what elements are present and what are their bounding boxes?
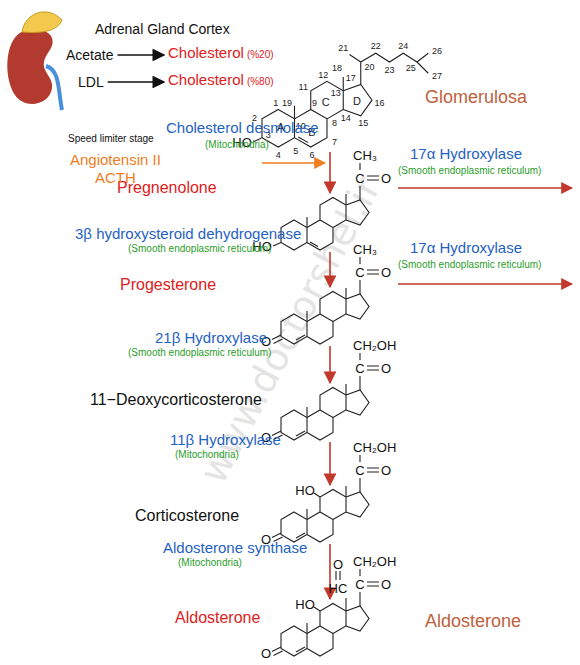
atom-label: O bbox=[381, 172, 391, 185]
carbon-number: 18 bbox=[332, 64, 342, 73]
carbon-number: 21 bbox=[338, 44, 348, 53]
organelle-name: (Mitochondria) bbox=[178, 558, 242, 568]
title-text: Adrenal Gland Cortex bbox=[95, 22, 230, 36]
ring-letter: D bbox=[353, 95, 361, 106]
carbon-number: 27 bbox=[432, 71, 442, 80]
compound-label: Cholesterol(%20) bbox=[168, 44, 274, 62]
enzyme-name: Aldosterone synthase bbox=[163, 540, 307, 555]
atom-label: O bbox=[381, 464, 391, 477]
compound-name: (%80) bbox=[247, 76, 274, 87]
atom-label: HO bbox=[295, 598, 315, 611]
compound-name: Cholesterol bbox=[168, 71, 244, 88]
atom-label: CH₂OH bbox=[353, 555, 396, 568]
organelle-name: (Smooth endoplasmic reticulum) bbox=[398, 260, 541, 270]
deoxycorticosterone-structure bbox=[272, 353, 379, 440]
reaction-arrow bbox=[329, 442, 331, 485]
carbon-number: 11 bbox=[299, 83, 308, 92]
compound-label: Acetate bbox=[66, 46, 113, 64]
atom-label: O bbox=[261, 647, 271, 660]
compound-name: Cholesterol bbox=[168, 44, 244, 61]
atom-label: CH₂OH bbox=[353, 441, 396, 454]
carbon-number: 23 bbox=[384, 65, 394, 74]
carbon-number: 12 bbox=[318, 70, 328, 79]
carbon-number: 9 bbox=[312, 99, 317, 108]
atom-label: C bbox=[355, 578, 364, 591]
enzyme-name: 11β Hydroxylase bbox=[170, 432, 281, 447]
compound-name: Progesterone bbox=[120, 277, 216, 293]
enzyme-name: 17α Hydroxylase bbox=[410, 240, 522, 255]
carbon-number: 20 bbox=[364, 63, 374, 72]
enzyme-name: 17α Hydroxylase bbox=[410, 146, 522, 161]
atom-label: CH₃ bbox=[353, 149, 377, 162]
atom-label: O bbox=[333, 558, 343, 571]
compound-name: (%20) bbox=[247, 49, 274, 60]
carbon-number: 22 bbox=[371, 41, 381, 50]
atom-label: C bbox=[355, 464, 364, 477]
aldosterone-structure bbox=[272, 569, 379, 656]
kidney-icon bbox=[7, 12, 62, 110]
compound-structure: AldosteroneCH₂OHOHCCOHOO bbox=[60, 601, 400, 656]
carbon-number: 19 bbox=[282, 99, 292, 108]
carbon-number: 26 bbox=[432, 46, 442, 55]
side-pathway-arrow bbox=[398, 283, 572, 285]
carbon-number: 6 bbox=[309, 150, 314, 159]
compound-name: Corticosterone bbox=[135, 508, 239, 524]
regulator-name: Angiotensin II bbox=[70, 152, 161, 167]
carbon-number: 15 bbox=[358, 119, 368, 128]
compound-structure: PregnenoloneCH₃COHO bbox=[60, 195, 400, 250]
atom-label: C bbox=[355, 172, 364, 185]
carbon-number: 25 bbox=[406, 64, 416, 73]
carbon-number: 1 bbox=[273, 99, 278, 108]
carbon-number: 7 bbox=[332, 138, 337, 147]
enzyme-name: Cholesterol desmolase bbox=[166, 120, 319, 135]
compound-name: LDL bbox=[78, 74, 104, 90]
side-pathway-arrow bbox=[398, 187, 572, 189]
regulator-arrow bbox=[262, 162, 325, 164]
organelle-name: (Smooth endoplasmic reticulum) bbox=[128, 348, 271, 358]
regulator-name: ACTH bbox=[95, 170, 136, 185]
carbon-number: 4 bbox=[276, 150, 281, 159]
note-text: Speed limiter stage bbox=[68, 134, 154, 144]
atom-label: HC bbox=[329, 582, 348, 595]
carbon-number: 17 bbox=[346, 74, 356, 83]
carbon-number: 24 bbox=[398, 41, 408, 50]
zone-label: Aldosterone bbox=[425, 612, 521, 630]
carbon-number: 5 bbox=[293, 146, 298, 155]
enzyme-name: 21β Hydroxylase bbox=[155, 330, 267, 345]
compound-name: Aldosterone bbox=[175, 610, 260, 626]
compound-name: Acetate bbox=[66, 47, 113, 63]
corticosterone-structure bbox=[272, 455, 379, 542]
compound-name: 11−Deoxycorticosterone bbox=[90, 392, 262, 408]
organelle-name: (Mitochondria) bbox=[205, 140, 269, 150]
ring-letter: C bbox=[322, 97, 330, 108]
atom-label: O bbox=[381, 362, 391, 375]
organelle-name: (Mitochondria) bbox=[175, 450, 239, 460]
atom-label: HO bbox=[295, 484, 315, 497]
organelle-name: (Smooth endoplasmic reticulum) bbox=[398, 166, 541, 176]
organelle-name: (Smooth endoplasmic reticulum) bbox=[128, 244, 271, 254]
atom-label: C bbox=[355, 362, 364, 375]
enzyme-name: 3β hydroxysteroid dehydrogenase bbox=[75, 226, 301, 241]
reaction-arrow bbox=[117, 54, 164, 56]
reaction-arrow bbox=[329, 346, 331, 383]
carbon-number: 14 bbox=[341, 114, 351, 123]
reaction-arrow bbox=[329, 152, 331, 193]
reaction-arrow bbox=[329, 252, 331, 287]
carbon-number: 8 bbox=[332, 119, 337, 128]
atom-label: CH₃ bbox=[353, 243, 377, 256]
atom-label: O bbox=[381, 578, 391, 591]
carbon-number: 16 bbox=[374, 99, 384, 108]
reaction-arrow bbox=[108, 81, 164, 83]
zone-label: Glomerulosa bbox=[425, 88, 527, 106]
carbon-number: 13 bbox=[331, 89, 341, 98]
atom-label: O bbox=[381, 266, 391, 279]
progesterone-structure bbox=[272, 257, 379, 344]
compound-label: LDL bbox=[78, 73, 104, 91]
atom-label: CH₂OH bbox=[353, 339, 396, 352]
compound-structure: CorticosteroneCH₂OHCOHOO bbox=[60, 487, 400, 542]
atom-label: C bbox=[355, 266, 364, 279]
compound-label: Cholesterol(%80) bbox=[168, 71, 274, 89]
